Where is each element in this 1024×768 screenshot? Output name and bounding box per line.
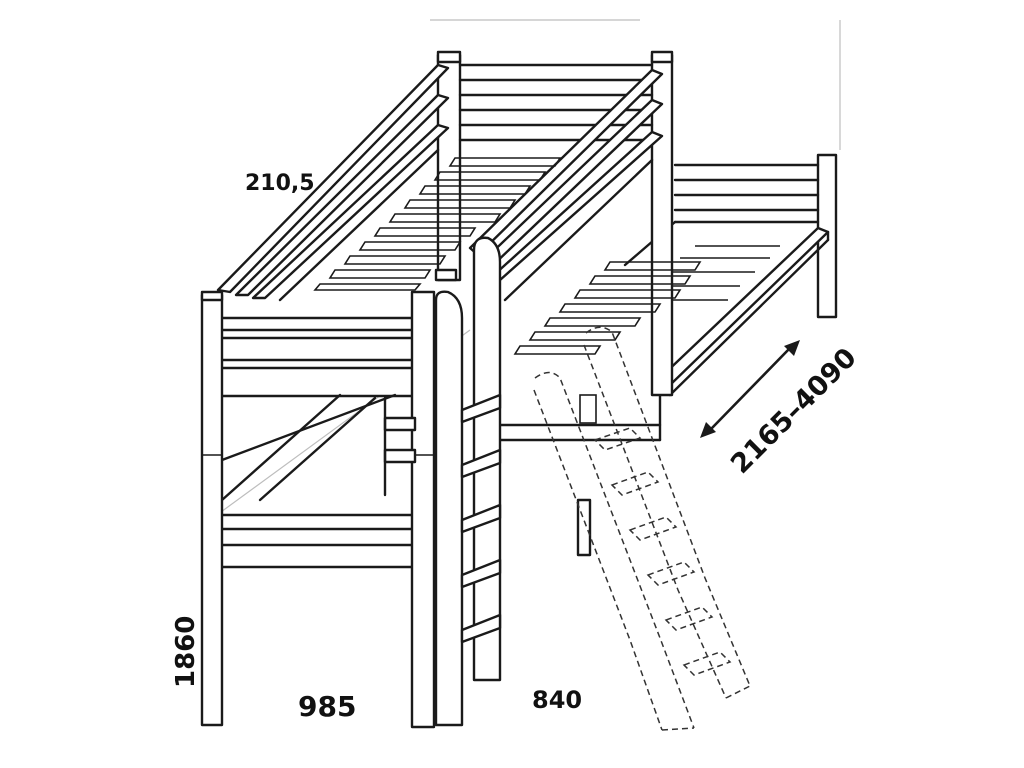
upper-slats [313,157,562,291]
width-left-label: 985 [298,690,356,723]
middle-slats [513,261,702,355]
fixed-ladder [383,236,502,727]
slanted-ladder-dashed [533,326,751,731]
length-label: 210,5 [245,171,315,196]
arrow-head-lower [700,422,716,438]
width-right-label: 840 [532,686,582,714]
extension-arrow [700,340,800,438]
extension-range-label: 2165–4090 [725,342,863,480]
upper-bed [200,50,702,729]
height-label: 1860 [171,616,201,688]
arrow-head-upper [784,340,800,356]
